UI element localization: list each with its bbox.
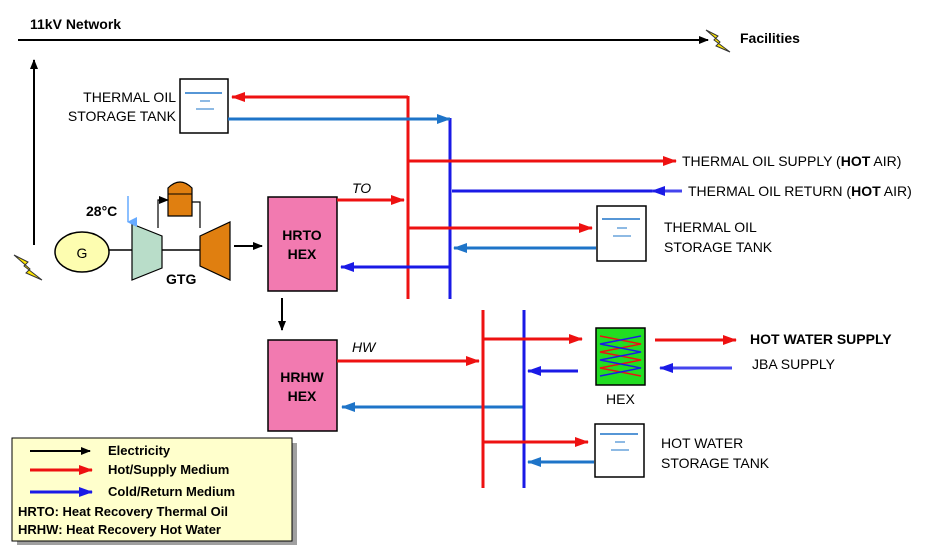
hrhw-label-2: HEX [288,388,317,404]
hrto-label-1: HRTO [282,227,322,243]
thermal-oil-supply-label: THERMAL OIL SUPPLY (HOT AIR) [682,153,901,169]
facilities-label: Facilities [740,30,800,46]
thermal-oil-return-label: THERMAL OIL RETURN (HOT AIR) [688,183,912,199]
hex-exchanger [595,327,646,386]
hw-tank-label-1: HOT WATER [661,435,743,451]
legend-cold: Cold/Return Medium [108,484,235,499]
right-tank-label-2: STORAGE TANK [664,239,773,255]
legend-box [11,437,293,542]
generator: G [54,231,110,273]
ambient-temperature: 28°C [86,203,117,219]
hrto-label-2: HEX [288,246,317,262]
legend-hrhw-definition: HRHW: Heat Recovery Hot Water [18,522,221,537]
to-flow-label: TO [352,180,371,196]
combustor [167,181,193,217]
top-tank-label-2: STORAGE TANK [68,108,177,124]
hot-water-tank [594,423,645,478]
compressor [131,223,163,281]
legend-electricity: Electricity [108,443,171,458]
hrhw-label-1: HRHW [280,369,324,385]
legend: Electricity Hot/Supply Medium Cold/Retur… [11,437,297,545]
hw-flow-label: HW [352,339,377,355]
top-tank-label-1: THERMAL OIL [83,89,176,105]
legend-hrto-definition: HRTO: Heat Recovery Thermal Oil [18,504,228,519]
jba-supply-label: JBA SUPPLY [752,356,836,372]
generator-symbol: G [77,245,88,261]
top-thermal-oil-tank [179,78,229,134]
compressor-to-combustor [157,196,169,228]
lightning-icon-generator [13,254,43,281]
lightning-icon [705,29,731,53]
right-thermal-oil-tank [596,205,647,262]
hot-water-supply-label: HOT WATER SUPPLY [750,331,892,347]
hex-label: HEX [606,391,635,407]
turbine [199,221,231,281]
combustor-to-turbine [192,201,201,228]
network-label: 11kV Network [30,16,121,32]
gtg-label: GTG [166,271,196,287]
legend-hot: Hot/Supply Medium [108,462,229,477]
hw-tank-label-2: STORAGE TANK [661,455,770,471]
hrto-hex [267,196,338,292]
hrhw-hex [267,339,338,432]
right-tank-label-1: THERMAL OIL [664,219,757,235]
